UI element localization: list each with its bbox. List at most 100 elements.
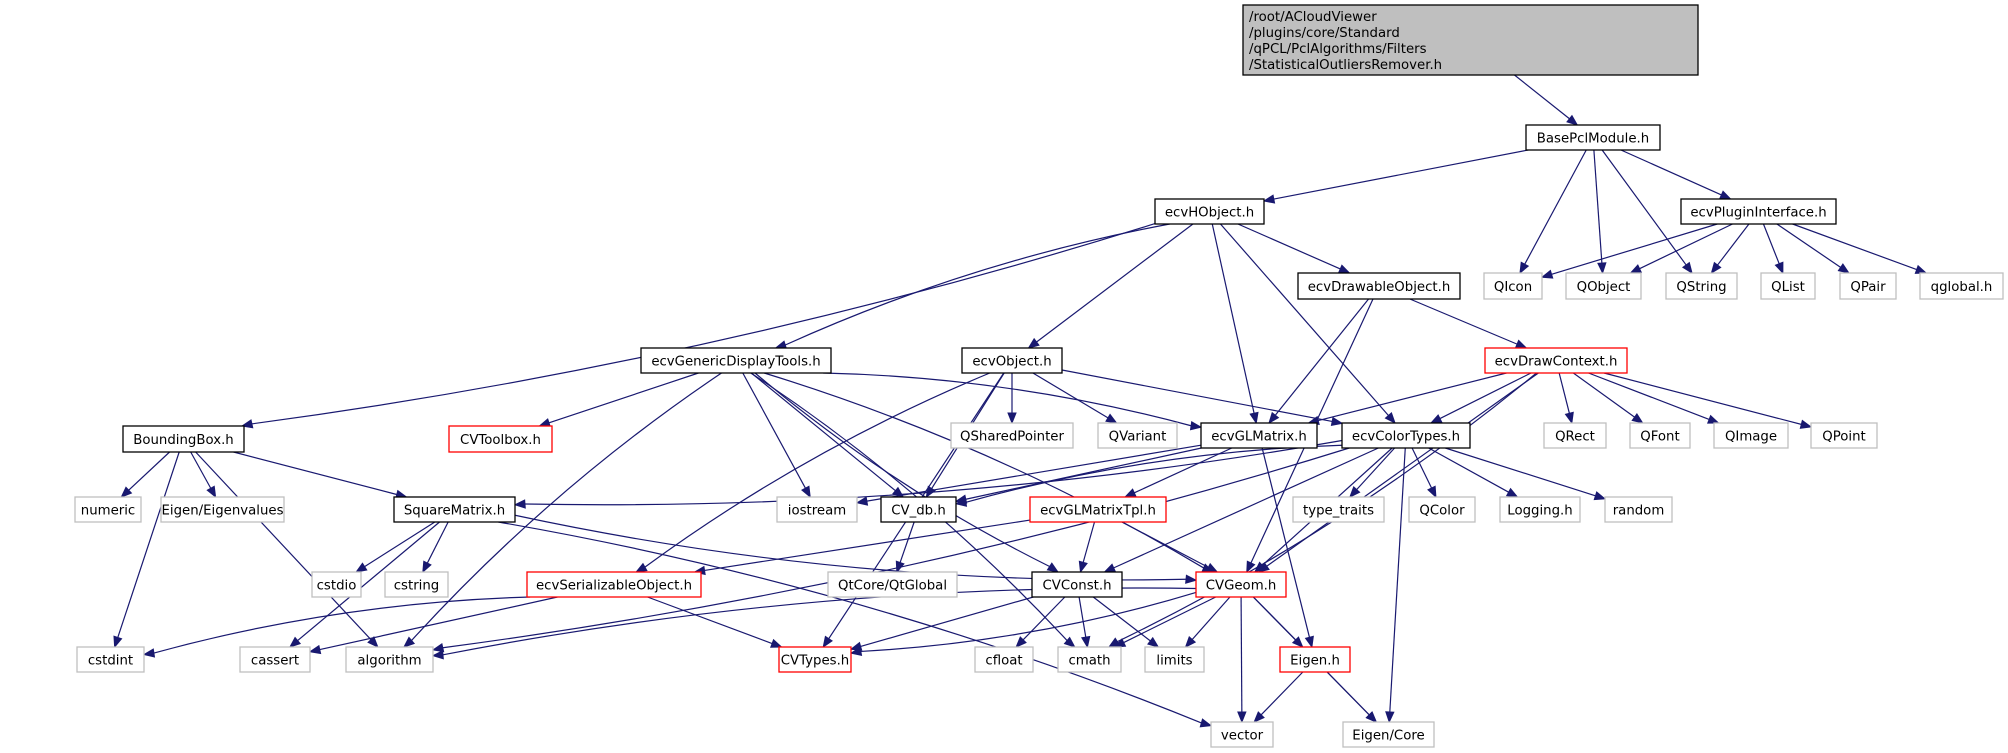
node-ecvColorTypes[interactable]: ecvColorTypes.h xyxy=(1341,422,1471,449)
node-label: /root/ACloudViewer xyxy=(1249,10,1377,25)
node-label: CVConst.h xyxy=(1042,579,1111,594)
node-cassert: cassert xyxy=(239,646,311,673)
edge-ecvGLMatrix-to-ecvGLMatrixTpl xyxy=(1134,447,1233,494)
edge-CVGeom-to-limits xyxy=(1191,596,1231,640)
node-box xyxy=(1680,198,1837,225)
arrowhead-ecvDrawContext-to-QImage xyxy=(1706,414,1720,424)
arrowhead-ecvDrawableObject-to-CVGeom xyxy=(1246,560,1256,574)
edge-Eigen-to-vector xyxy=(1260,671,1304,716)
node-ecvGLMatrixTpl[interactable]: ecvGLMatrixTpl.h xyxy=(1029,496,1167,523)
edge-ecvDrawContext-to-ecvGLMatrix xyxy=(1318,372,1507,422)
arrowhead-ecvPluginInterface-to-QString xyxy=(1710,261,1722,275)
node-CVToolbox[interactable]: CVToolbox.h xyxy=(448,425,553,453)
node-QPoint: QPoint xyxy=(1810,422,1878,449)
arrowhead-ecvColorTypes-to-SquareMatrix xyxy=(513,499,526,509)
arrowhead-ecvDrawableObject-to-ecvGLMatrix xyxy=(1268,411,1280,425)
arrowhead-ecvHObject-to-BoundingBox xyxy=(240,419,254,429)
node-ecvPluginInterface[interactable]: ecvPluginInterface.h xyxy=(1680,198,1837,225)
arrowhead-ecvGenericDisplayTools-to-CVConst xyxy=(1046,562,1060,573)
node-box xyxy=(640,347,832,374)
node-box xyxy=(239,646,311,673)
node-BasePclModule[interactable]: BasePclModule.h xyxy=(1525,124,1661,151)
node-label: CV_db.h xyxy=(891,504,946,519)
arrowhead-Eigen-to-EigenCore xyxy=(1365,711,1378,723)
node-box xyxy=(1144,646,1205,673)
node-ecvSerializableObject[interactable]: ecvSerializableObject.h xyxy=(526,571,702,598)
node-label: CVGeom.h xyxy=(1206,579,1277,594)
node-label: ecvHObject.h xyxy=(1165,206,1254,221)
edge-ecvColorTypes-to-Logging xyxy=(1428,447,1509,493)
node-label: Eigen/Eigenvalues xyxy=(161,504,283,519)
node-CVGeom[interactable]: CVGeom.h xyxy=(1195,571,1287,598)
node-CVTypes[interactable]: CVTypes.h xyxy=(778,646,852,673)
node-label: QVariant xyxy=(1109,430,1167,445)
edge-ecvPluginInterface-to-qglobal xyxy=(1792,223,1917,271)
node-ecvDrawableObject[interactable]: ecvDrawableObject.h xyxy=(1297,272,1461,300)
edge-ecvColorTypes-to-QColor xyxy=(1411,447,1433,489)
arrowhead-CVConst-to-cfloat xyxy=(1015,636,1027,648)
edge-ecvColorTypes-to-CV_db xyxy=(965,444,1343,503)
edge-CVGeom-to-vector xyxy=(1240,596,1243,713)
node-QFont: QFont xyxy=(1629,422,1691,449)
arrowhead-ecvDrawContext-to-ecvColorTypes xyxy=(1429,414,1443,424)
edge-BoundingBox-to-algorithm xyxy=(195,451,372,641)
node-box xyxy=(1760,272,1816,300)
node-ecvGenericDisplayTools[interactable]: ecvGenericDisplayTools.h xyxy=(640,347,832,374)
node-root[interactable]: /root/ACloudViewer/plugins/core/Standard… xyxy=(1242,4,1699,76)
node-box xyxy=(1029,496,1167,523)
node-ecvObject[interactable]: ecvObject.h xyxy=(961,347,1063,374)
arrowhead-ecvPluginInterface-to-qglobal xyxy=(1914,264,1928,274)
arrowhead-ecvPluginInterface-to-QObject xyxy=(1629,264,1643,274)
arrowhead-ecvDrawContext-to-QRect xyxy=(1564,411,1574,425)
arrowhead-ecvHObject-to-ecvDrawableObject xyxy=(1337,264,1351,274)
edge-ecvGLMatrix-to-CV_db xyxy=(965,447,1202,500)
edge-ecvColorTypes-to-CVConst xyxy=(1113,447,1379,569)
node-BoundingBox[interactable]: BoundingBox.h xyxy=(122,425,245,453)
arrowhead-CV_db-to-QtGlobal xyxy=(895,560,905,574)
arrowhead-BasePclModule-to-ecvPluginInterface xyxy=(1719,190,1732,200)
node-ecvDrawContext[interactable]: ecvDrawContext.h xyxy=(1484,347,1628,374)
node-limits: limits xyxy=(1144,646,1205,673)
node-box xyxy=(1919,272,2004,300)
node-box xyxy=(1484,347,1628,374)
edge-BoundingBox-to-cstdint xyxy=(117,451,180,638)
edge-CVConst-to-CVTypes xyxy=(860,596,1034,648)
node-label: iostream xyxy=(788,504,846,519)
node-QPair: QPair xyxy=(1839,272,1897,300)
node-box xyxy=(961,347,1063,374)
edge-ecvPluginInterface-to-QObject xyxy=(1639,223,1733,270)
node-Eigen[interactable]: Eigen.h xyxy=(1279,646,1351,673)
node-label: QRect xyxy=(1555,430,1595,445)
arrowhead-ecvGLMatrixTpl-to-CVGeom xyxy=(1205,562,1219,573)
edge-ecvObject-to-ecvSerializableObject xyxy=(644,372,991,568)
node-label: cstdio xyxy=(317,579,357,594)
edge-SquareMatrix-to-cstring xyxy=(426,521,449,564)
node-box xyxy=(76,646,145,673)
edge-ecvGLMatrix-to-Eigen xyxy=(1261,447,1311,638)
arrowhead-ecvPluginInterface-to-QIcon xyxy=(1540,269,1554,279)
node-ecvHObject[interactable]: ecvHObject.h xyxy=(1154,198,1265,225)
edge-ecvHObject-to-ecvGLMatrix xyxy=(1211,223,1255,414)
node-box xyxy=(74,496,142,523)
edge-ecvSerializableObject-to-cstdint xyxy=(153,596,531,654)
node-label: ecvGLMatrix.h xyxy=(1211,430,1307,445)
node-box xyxy=(974,646,1034,673)
node-SquareMatrix[interactable]: SquareMatrix.h xyxy=(393,496,516,523)
node-box xyxy=(526,571,702,598)
node-label: algorithm xyxy=(357,654,421,669)
node-label: QFont xyxy=(1640,430,1679,445)
edge-ecvPluginInterface-to-QIcon xyxy=(1551,223,1718,275)
node-CV_db[interactable]: CV_db.h xyxy=(880,496,957,523)
edges-layer xyxy=(113,74,1928,728)
node-CVConst[interactable]: CVConst.h xyxy=(1031,571,1123,598)
node-box xyxy=(1195,571,1287,598)
edge-ecvGenericDisplayTools-to-CV_db xyxy=(750,372,896,492)
edge-ecvDrawContext-to-QRect xyxy=(1558,372,1570,414)
node-label: ecvGenericDisplayTools.h xyxy=(651,355,820,370)
node-box xyxy=(1408,496,1476,523)
edge-ecvColorTypes-to-type_traits xyxy=(1356,447,1396,491)
node-label: ecvColorTypes.h xyxy=(1352,430,1460,445)
edge-ecvSerializableObject-to-cassert xyxy=(319,596,558,651)
node-ecvGLMatrix[interactable]: ecvGLMatrix.h xyxy=(1200,422,1318,449)
node-box xyxy=(1543,422,1607,449)
